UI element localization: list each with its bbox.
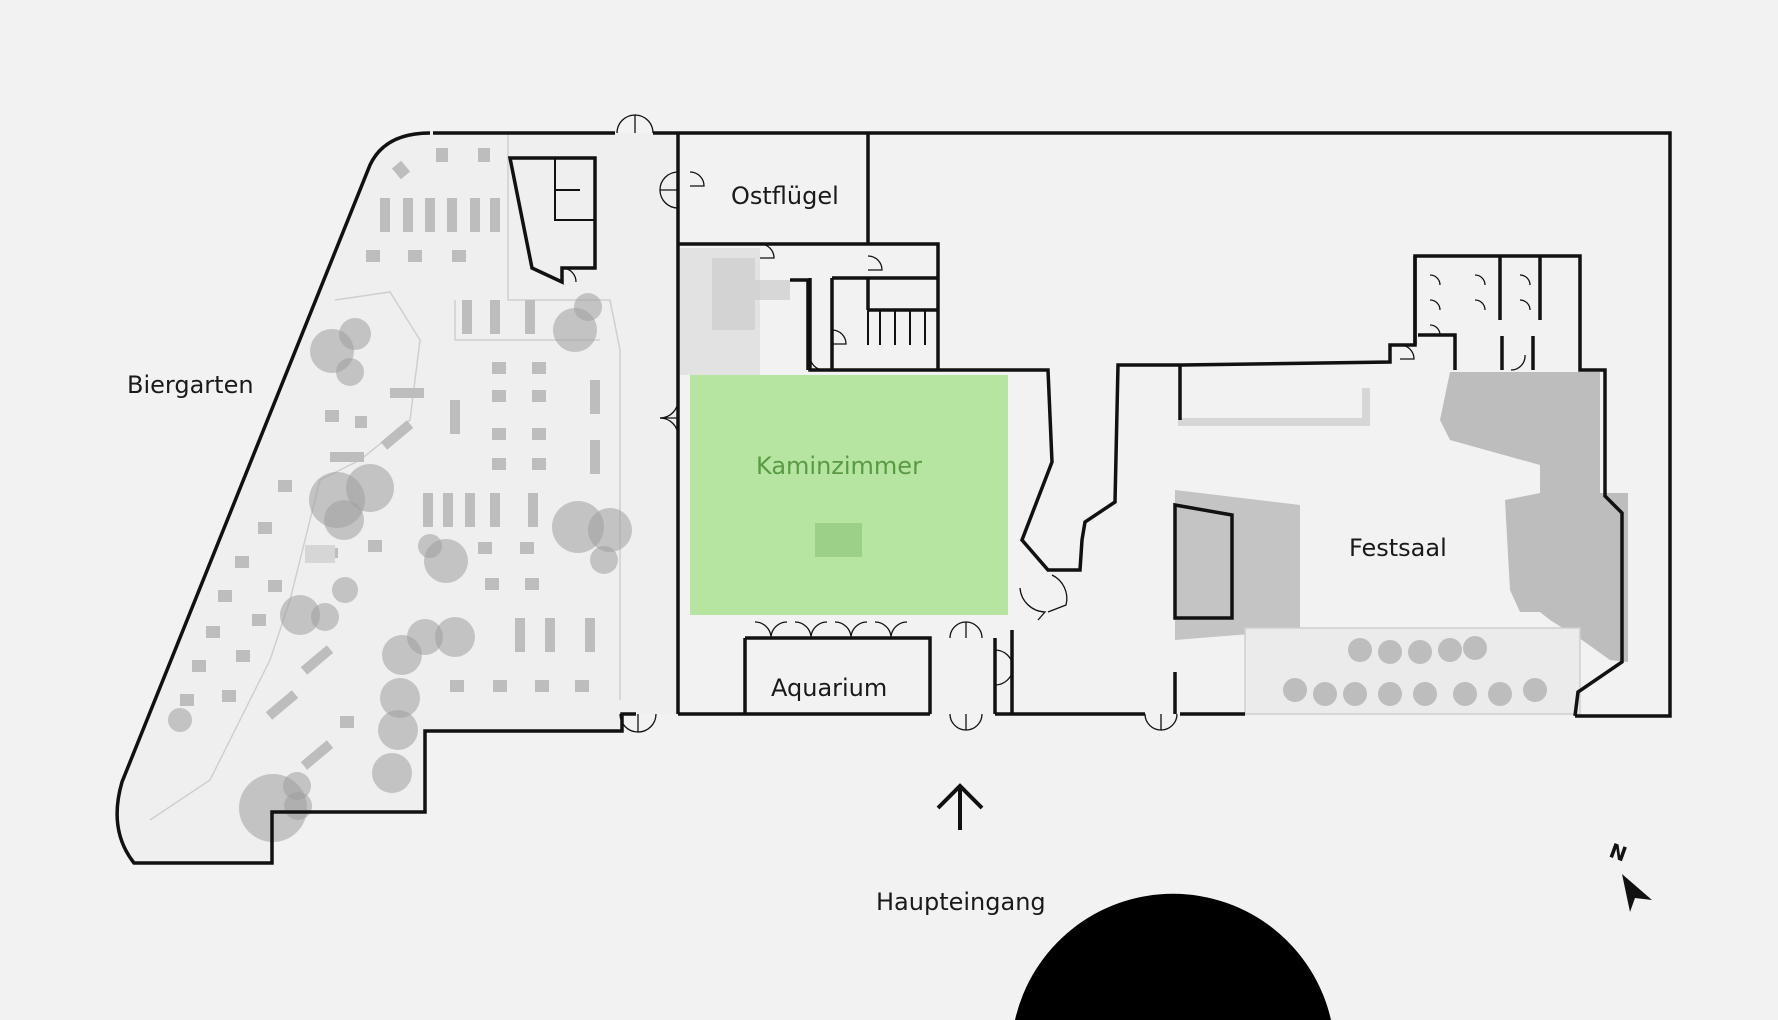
room-label-ostfluegel[interactable]: Ostflügel — [731, 182, 839, 210]
entrance-label: Haupteingang — [876, 888, 1046, 916]
lounge-area — [680, 248, 790, 375]
decorative-half-circle — [1015, 893, 1331, 1020]
compass-icon: N — [1606, 838, 1652, 912]
entrance-arrow-icon — [936, 783, 984, 830]
kaminzimmer-room[interactable] — [690, 375, 1008, 615]
room-label-festsaal[interactable]: Festsaal — [1349, 534, 1447, 562]
compass-north-label: N — [1606, 838, 1630, 866]
doors — [561, 114, 1531, 733]
room-label-aquarium[interactable]: Aquarium — [771, 674, 887, 702]
biergarten-area[interactable] — [117, 133, 679, 863]
walls — [115, 131, 1672, 865]
room-label-kaminzimmer[interactable]: Kaminzimmer — [756, 452, 922, 480]
kaminzimmer-highlight — [690, 375, 1008, 615]
festsaal-stage — [1175, 372, 1628, 715]
room-label-biergarten[interactable]: Biergarten — [127, 371, 254, 399]
fireplace — [815, 523, 862, 557]
